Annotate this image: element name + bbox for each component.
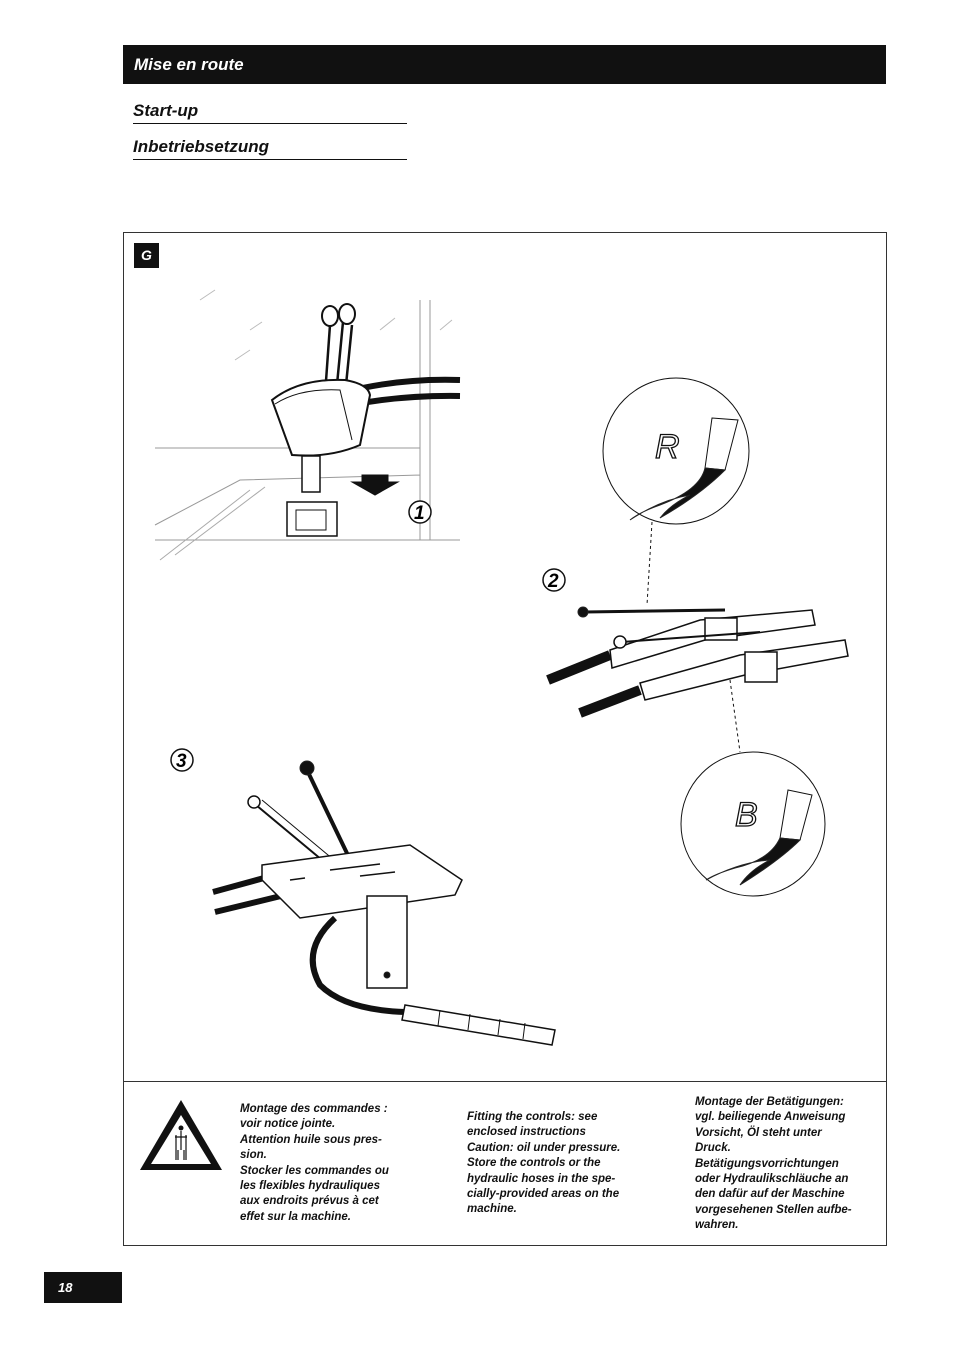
step-2-label: 2 <box>547 571 559 592</box>
subtitle-german: Inbetriebsetzung <box>133 137 407 160</box>
marker-r: R <box>655 428 680 466</box>
warning-triangle-icon <box>140 1100 222 1170</box>
marker-b: B <box>735 796 758 834</box>
page-number: 18 <box>44 1272 122 1303</box>
instructions-french: Montage des commandes : voir notice join… <box>240 1103 389 1223</box>
figure-divider <box>123 1081 887 1082</box>
section-title: Mise en route <box>134 55 244 74</box>
step-3-label: 3 <box>176 751 187 772</box>
figure-frame <box>123 232 887 1246</box>
section-header: Mise en route <box>123 45 886 84</box>
figure-label: G <box>134 243 159 268</box>
illustration-storage-bracket <box>170 748 556 1046</box>
step-1-label: 1 <box>414 503 425 524</box>
page-number-text: 18 <box>58 1280 73 1295</box>
illustration-couplings <box>542 377 849 897</box>
subtitle-english: Start-up <box>133 101 407 124</box>
instructions-german: Montage der Betätigungen: vgl. beiliegen… <box>695 1096 852 1232</box>
illustration-control-mount <box>154 289 461 561</box>
instructions-english: Fitting the controls: see enclosed instr… <box>467 1111 621 1216</box>
